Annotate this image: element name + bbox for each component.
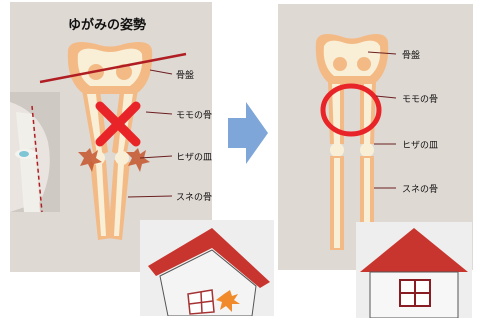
femur-label: モモの骨	[402, 92, 438, 105]
panel-title: ゆがみの姿勢	[68, 14, 146, 33]
damaged-house-icon	[140, 220, 274, 316]
right-arrow-icon	[228, 98, 268, 168]
pelvis-label: 骨盤	[402, 48, 420, 61]
tibia-label: スネの骨	[176, 190, 212, 203]
tibia-label: スネの骨	[402, 182, 438, 195]
straight-house-icon	[356, 222, 472, 318]
pelvis-label: 骨盤	[176, 68, 194, 81]
femur-label: モモの骨	[176, 108, 212, 121]
patella-label: ヒザの皿	[402, 138, 438, 151]
patella-label: ヒザの皿	[176, 150, 212, 163]
